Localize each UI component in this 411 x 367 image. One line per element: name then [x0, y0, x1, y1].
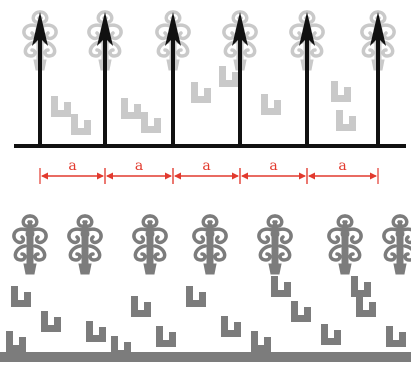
dark-glyph	[41, 311, 61, 332]
fence-baseline	[14, 144, 406, 148]
spacing-label: a	[68, 158, 76, 174]
faint-glyph	[261, 94, 281, 115]
dark-ornament-motif	[132, 214, 168, 276]
dark-glyph	[11, 286, 31, 307]
dark-glyph-row	[0, 276, 411, 362]
faint-glyph	[191, 82, 211, 103]
dark-ornament-motif	[192, 214, 228, 276]
spacing-label: a	[338, 158, 346, 174]
spacing-label: a	[135, 158, 143, 174]
faint-glyph-row	[51, 66, 356, 135]
spacing-dimension: a	[239, 158, 308, 184]
dark-glyph	[251, 331, 271, 352]
dark-ornament-motif	[12, 214, 48, 276]
dark-glyph	[156, 326, 176, 347]
dark-glyph	[221, 316, 241, 337]
dark-ornament-motif	[67, 214, 103, 276]
upward-arrow	[32, 12, 48, 146]
dark-ornament-motif	[382, 214, 411, 276]
dark-glyph	[321, 324, 341, 345]
spacing-dimension: a	[306, 158, 379, 184]
upward-arrow	[299, 12, 315, 146]
dark-ornament-motif	[327, 214, 363, 276]
baseline-bar	[14, 144, 406, 148]
spacing-dimension: a	[172, 158, 241, 184]
upward-arrow	[370, 12, 386, 146]
faint-glyph	[121, 98, 141, 119]
dark-glyph	[6, 331, 26, 352]
spacing-dimension: a	[104, 158, 174, 184]
spacing-dimension: a	[39, 158, 106, 184]
dark-glyph	[131, 296, 151, 317]
dark-glyph	[351, 276, 371, 297]
spacing-label: a	[269, 158, 277, 174]
dark-glyph	[386, 326, 406, 347]
dark-ornament-motif	[257, 214, 293, 276]
faint-glyph	[141, 112, 161, 133]
upward-arrow	[165, 12, 181, 146]
dark-glyph	[186, 286, 206, 307]
dark-glyph	[86, 321, 106, 342]
faint-glyph	[331, 81, 351, 102]
dark-glyph	[291, 301, 311, 322]
faint-glyph	[71, 114, 91, 135]
dark-glyph-baseline	[0, 352, 411, 362]
dark-ornament-row	[12, 214, 411, 276]
upward-arrow	[232, 12, 248, 146]
upward-arrow	[97, 12, 113, 146]
faint-glyph	[336, 110, 356, 131]
arrow-row	[32, 12, 386, 146]
dark-glyph	[271, 276, 291, 297]
dark-glyph	[356, 296, 376, 317]
faint-ornament-row	[22, 10, 396, 72]
spacing-label: a	[202, 158, 210, 174]
faint-glyph	[51, 96, 71, 117]
